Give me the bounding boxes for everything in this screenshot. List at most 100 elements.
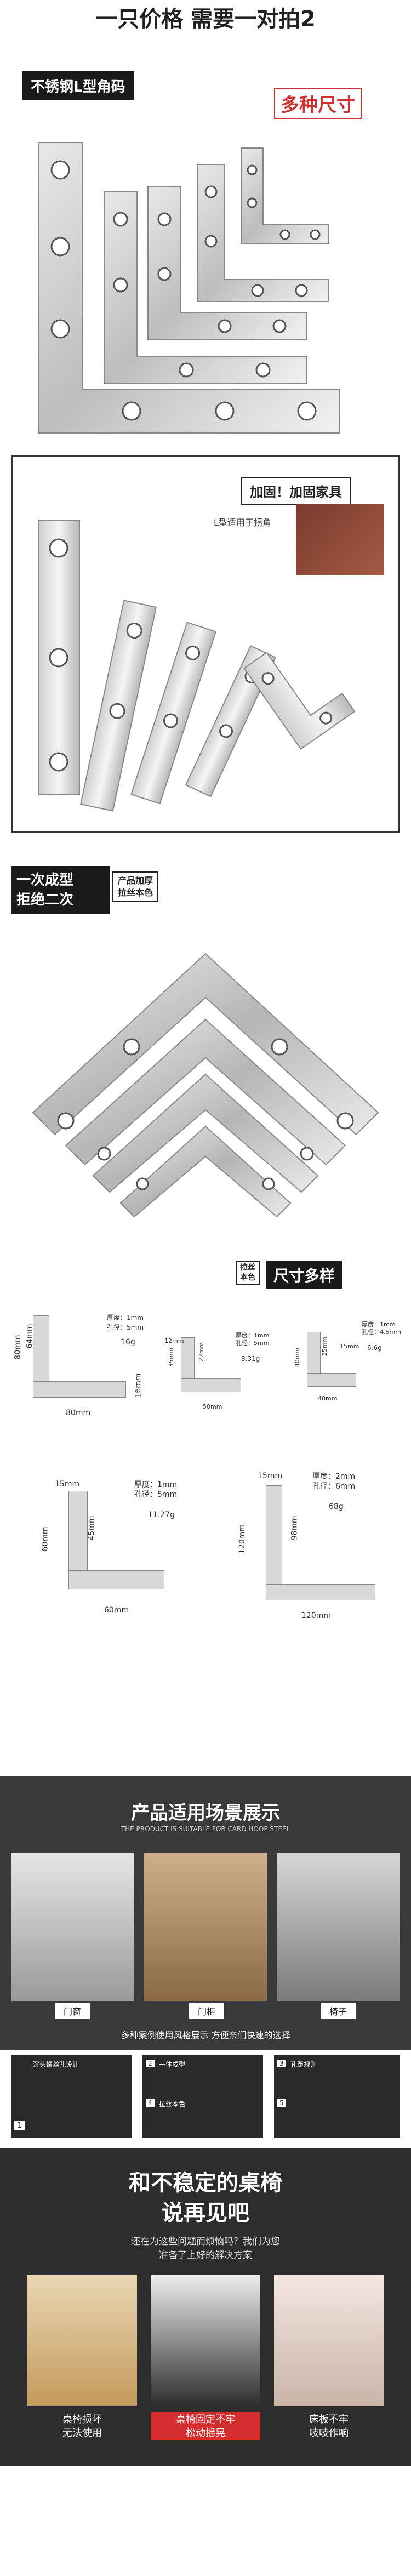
problem-3-line1: 床板不牢 <box>309 2414 349 2425</box>
spec-item-3-inner: 25mm <box>321 1336 329 1357</box>
spec-item-3-spec: 厚度：1mm 孔径：4.5mm <box>362 1321 401 1336</box>
feature-panel-1: 沉头螺丝孔设计 1 <box>11 2055 132 2138</box>
problem-2-line1: 桌椅固定不牢 <box>151 2412 260 2426</box>
scene-label-chair: 椅子 <box>321 2003 356 2019</box>
wood-corner-image <box>296 504 384 575</box>
spec-item-1-width: 80mm <box>66 1409 91 1417</box>
spec-item-4-bracket-foot <box>68 1570 164 1589</box>
spec-item-5-spec: 厚度：2mm 孔径：6mm <box>312 1472 356 1491</box>
thick-badge: 产品加厚 拉丝本色 <box>112 871 159 902</box>
spec-item-3-width: 40mm <box>318 1395 338 1402</box>
corner-note: L型适用于拐角 <box>214 517 271 528</box>
bracket-group-image <box>38 142 340 434</box>
section-scenes: 产品适用场景展示 THE PRODUCT IS SUITABLE FOR CAR… <box>0 1776 411 2050</box>
section-one-piece: 一次成型 拒绝二次 产品加厚 拉丝本色 <box>0 866 411 1250</box>
reinforce-frame <box>11 455 400 833</box>
spec-item-5-bracket-foot <box>266 1584 375 1600</box>
bracket-fan-image <box>38 520 356 812</box>
spec-item-1-bracket-foot <box>33 1381 126 1398</box>
section-goodbye: 和不稳定的桌椅 说再见吧 还在为这些问题而烦恼吗？我们为您 准备了上好的解决方案… <box>0 2148 411 2466</box>
problem-1-line1: 桌椅损坏 <box>62 2414 102 2425</box>
spec-item-2: 35mm 22mm 50mm 厚度：1mm 孔径：5mm 8.31g 12mm <box>159 1332 269 1431</box>
nested-brackets-image <box>32 953 379 1218</box>
spec-item-2-inner: 22mm <box>198 1342 206 1362</box>
problem-3-line2: 吱吱作响 <box>309 2427 349 2439</box>
spec-item-5-inner: 98mm <box>290 1515 299 1541</box>
one-piece-line1: 一次成型 <box>16 872 74 888</box>
scene-cabinet-image <box>144 1853 267 2001</box>
spec-item-5-height: 120mm <box>238 1524 247 1554</box>
spec-item-1-spec: 厚度：1mm 孔径：5mm <box>107 1314 144 1331</box>
bracket-large <box>38 142 340 434</box>
spec-item-5-width: 120mm <box>301 1611 331 1620</box>
product-tag: 不锈钢L型角码 <box>22 71 134 100</box>
feature-panel-1-label: 沉头螺丝孔设计 <box>33 2061 79 2068</box>
feature-panel-3-number-b: 5 <box>277 2099 286 2107</box>
loose-chair-image <box>151 2275 260 2406</box>
feature-panel-1-number: 1 <box>14 2121 25 2130</box>
spec-item-1: 80mm 64mm 16mm 80mm 厚度：1mm 孔径：5mm 16g <box>11 1310 153 1420</box>
spec-item-4-width: 60mm <box>104 1606 129 1615</box>
sizes-title: 尺寸多样 <box>266 1261 343 1289</box>
spec-item-4-weight: 11.27g <box>148 1511 175 1519</box>
section-features: 沉头螺丝孔设计 1 一体成型 拉丝本色 2 4 孔距规则 3 5 <box>0 2055 411 2138</box>
spec-item-4-inner: 45mm <box>87 1515 96 1541</box>
feature-panel-2-label-b: 拉丝本色 <box>159 2100 186 2108</box>
spec-item-4-spec: 厚度：1mm 孔径：5mm <box>134 1480 178 1499</box>
goodbye-sub-line2: 准备了上好的解决方案 <box>159 2250 252 2261</box>
sizes-badge: 多种尺寸 <box>274 88 362 119</box>
spec-item-4-side: 15mm <box>55 1480 80 1489</box>
bracket-medium <box>104 191 307 384</box>
scene-chair-image <box>277 1853 400 2001</box>
feature-panel-3-number-a: 3 <box>277 2060 286 2067</box>
broken-chair-image <box>27 2275 137 2406</box>
spec-item-3: 厚度：1mm 孔径：4.5mm 6.6g 40mm 25mm 15mm 40mm <box>294 1321 406 1420</box>
spec-item-4: 15mm 60mm 45mm 60mm 厚度：1mm 孔径：5mm 11.27g <box>41 1480 208 1622</box>
spec-item-5-bracket <box>266 1485 282 1600</box>
scenes-subtitle: THE PRODUCT IS SUITABLE FOR CARD HOOP ST… <box>121 1825 290 1833</box>
scene-label-cabinet: 门柜 <box>189 2003 225 2019</box>
spec-item-2-bracket-foot <box>181 1378 241 1392</box>
feature-panel-2: 一体成型 拉丝本色 2 4 <box>142 2055 263 2138</box>
one-piece-line2: 拒绝二次 <box>16 892 74 908</box>
spec-item-3-bracket-foot <box>307 1373 356 1387</box>
goodbye-title-line1: 和不稳定的桌椅 <box>129 2170 282 2196</box>
section-size-specs: 拉丝 本色 尺寸多样 80mm 64mm 16mm 80mm 厚度：1mm 孔径… <box>0 1261 411 1765</box>
spec-item-2-height: 35mm <box>168 1347 175 1367</box>
brushed-badge: 拉丝 本色 <box>236 1261 260 1285</box>
spec-item-3-weight: 6.6g <box>367 1344 382 1352</box>
spec-item-5-side: 15mm <box>258 1472 283 1480</box>
spec-item-2-width: 50mm <box>203 1403 222 1410</box>
goodbye-title-line2: 说再见吧 <box>162 2201 249 2226</box>
brushed-badge-line1: 拉丝 <box>240 1263 255 1272</box>
spec-item-3-side: 15mm <box>340 1343 359 1350</box>
spec-item-1-inner: 64mm <box>25 1324 35 1349</box>
spec-item-5: 15mm 120mm 98mm 120mm 厚度：2mm 孔径：6mm 68g <box>238 1469 406 1633</box>
feature-panel-3: 孔距规则 3 5 <box>274 2055 400 2138</box>
problem-2-line2: 松动摇晃 <box>151 2425 260 2440</box>
bracket-tiny <box>241 147 329 244</box>
spec-item-1-height: 80mm <box>13 1335 22 1360</box>
spec-item-5-weight: 68g <box>329 1502 344 1511</box>
brushed-badge-line2: 本色 <box>240 1273 255 1282</box>
problem-1-line2: 无法使用 <box>62 2427 102 2439</box>
section-furniture-reinforce: 加固！加固家具 L型适用于拐角 <box>0 449 411 850</box>
spec-item-2-weight: 8.31g <box>241 1355 260 1363</box>
spec-item-1-side: 16mm <box>134 1373 143 1398</box>
scenes-title: 产品适用场景展示 <box>131 1802 280 1824</box>
scene-label-window: 门窗 <box>55 2003 90 2019</box>
spec-item-3-height: 40mm <box>294 1347 301 1367</box>
bracket-mini <box>197 164 329 302</box>
footer-space <box>0 2466 411 2576</box>
spec-item-1-weight: 16g <box>121 1338 135 1347</box>
goodbye-sub-line1: 还在为这些问题而烦恼吗？我们为您 <box>131 2236 280 2247</box>
bracket-small <box>147 186 307 340</box>
feature-panel-2-label-a: 一体成型 <box>159 2061 186 2068</box>
thick-badge-line1: 产品加厚 <box>118 875 153 886</box>
feature-panel-2-number-a: 2 <box>146 2060 155 2067</box>
spec-item-4-height: 60mm <box>41 1526 50 1552</box>
thick-badge-line2: 拉丝本色 <box>118 887 153 898</box>
section-sizes-hero: 不锈钢L型角码 多种尺寸 <box>0 55 411 449</box>
feature-panel-2-number-b: 4 <box>146 2099 155 2107</box>
